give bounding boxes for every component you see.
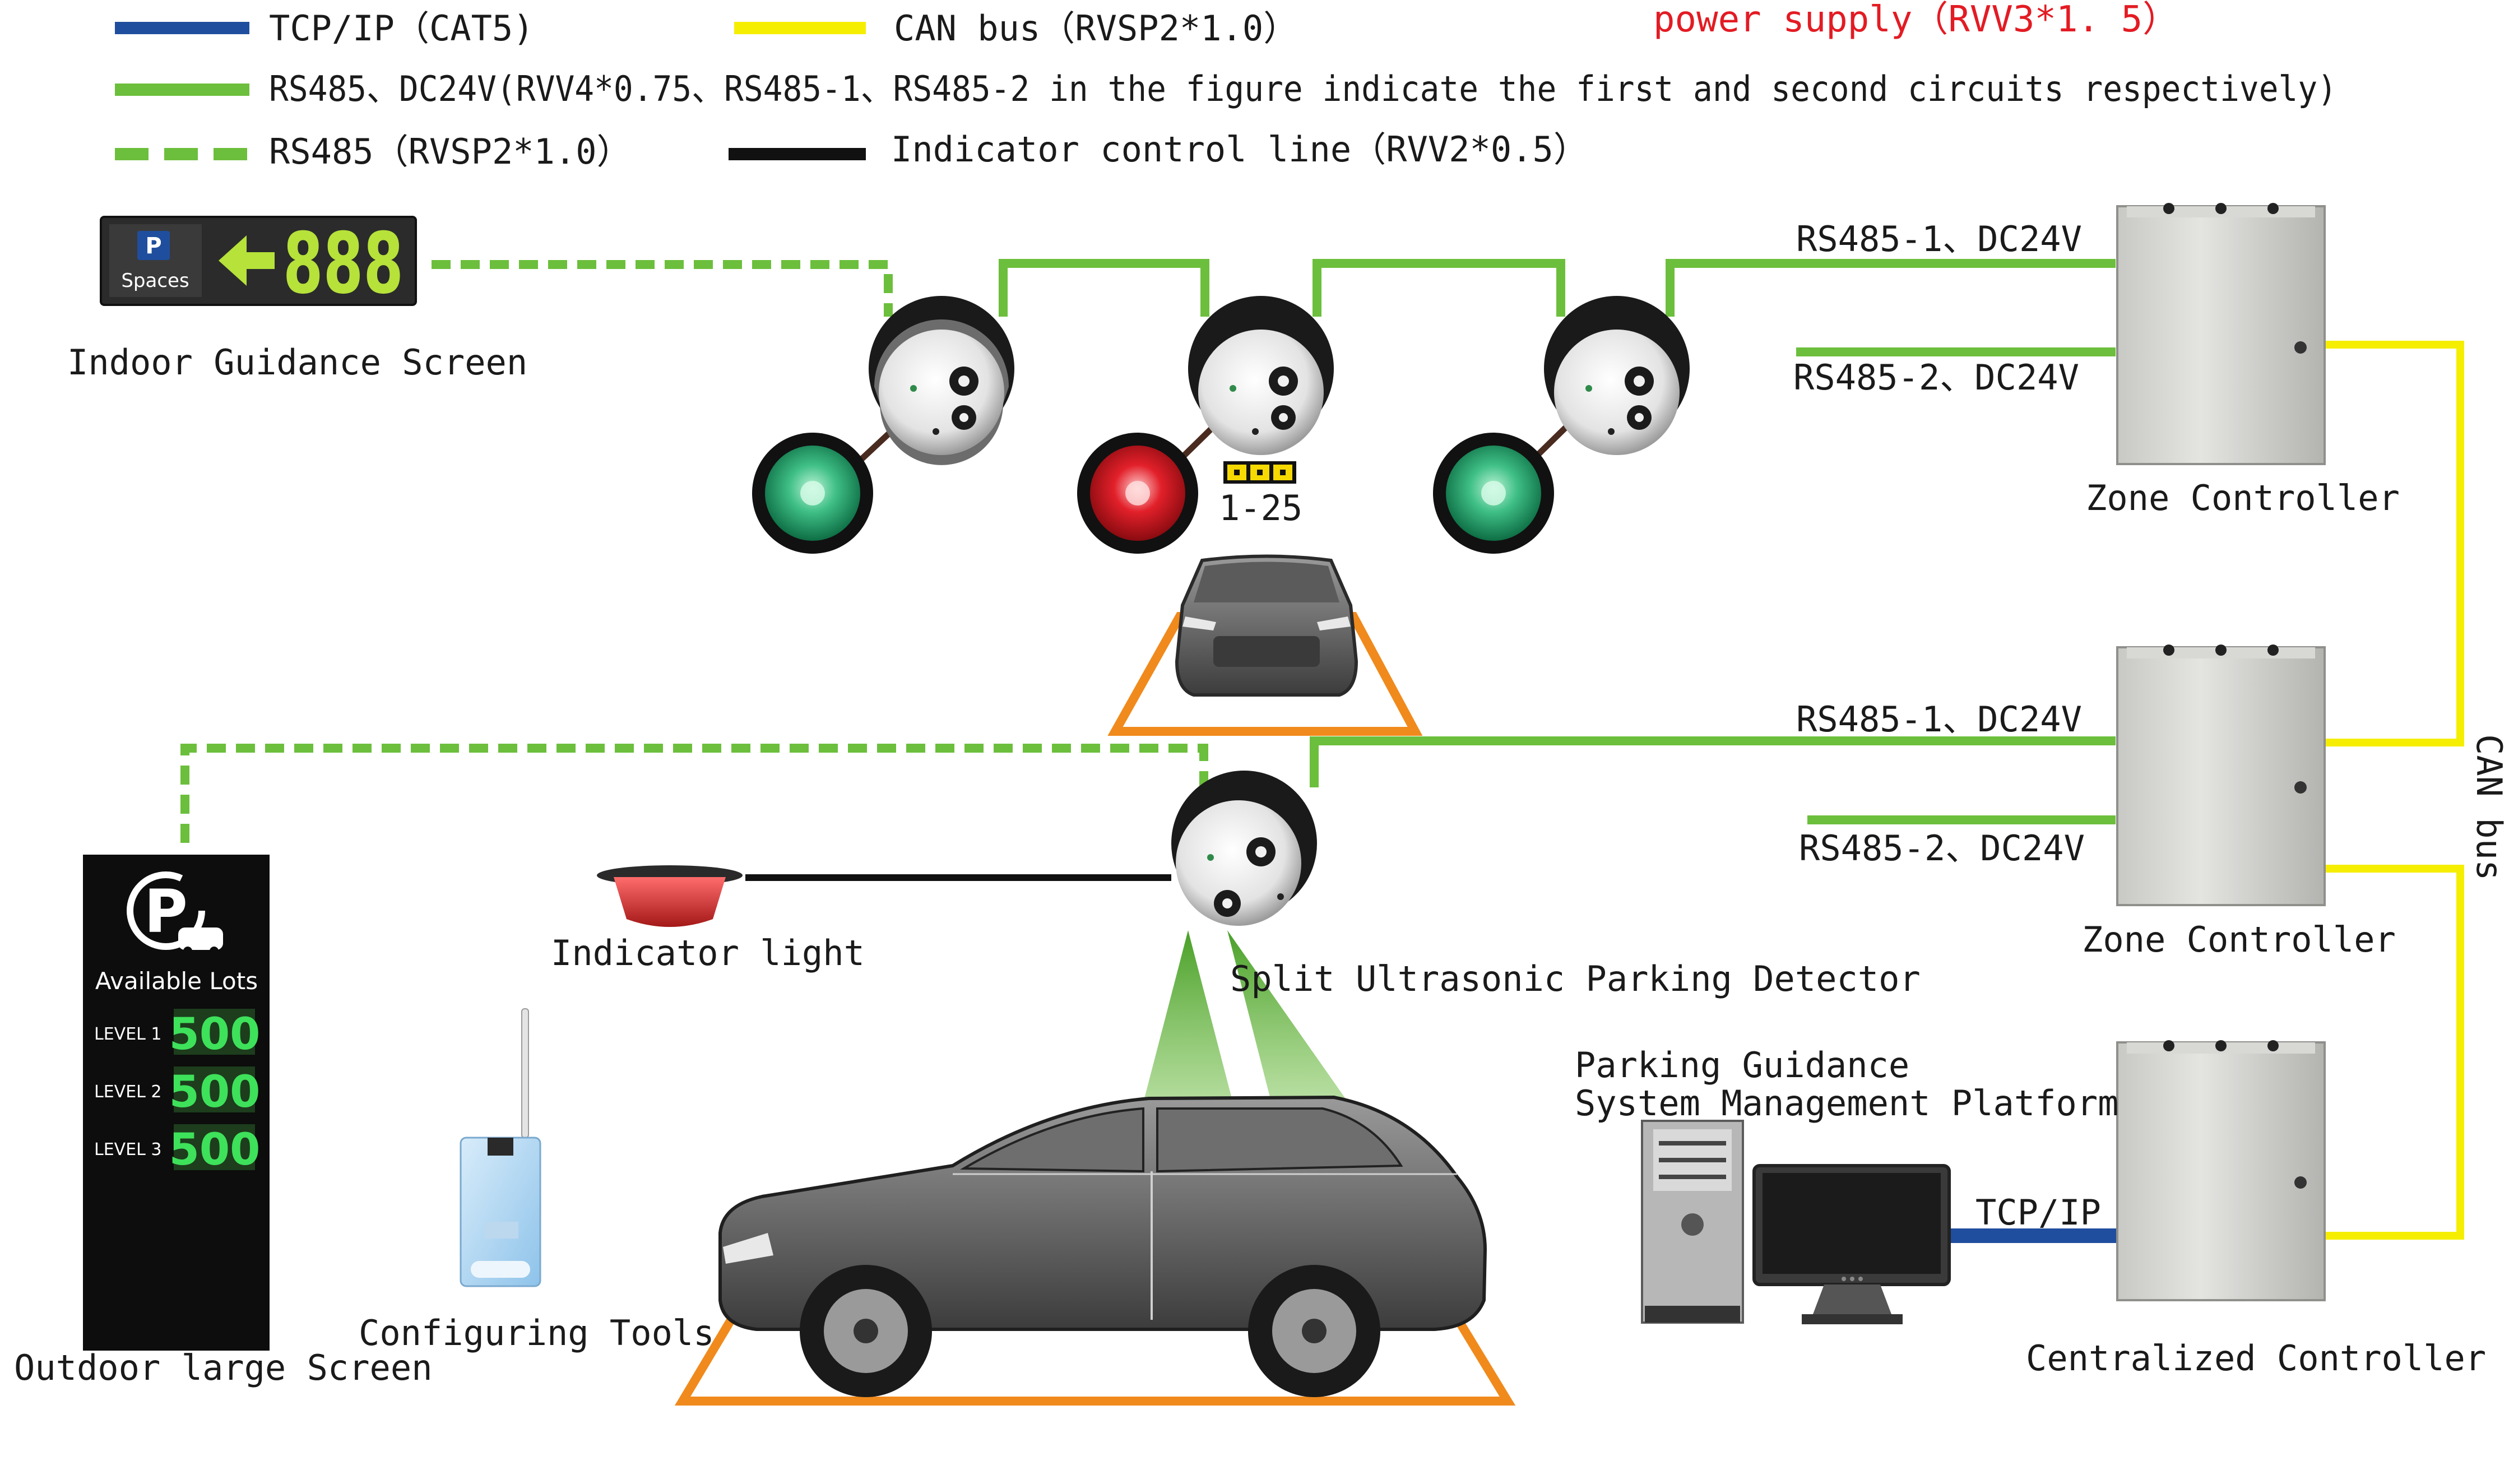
rs485-dashed-outdoor-screen-wire	[180, 744, 1208, 852]
legend-rs485-dashed-label: RS485（RVSP2*1.0）	[269, 131, 632, 172]
configuring-tool-antenna	[521, 1008, 529, 1138]
centralized-controller-lock-icon	[2294, 1176, 2307, 1189]
parking-p-letter: P	[145, 233, 161, 259]
address-range-label: 1-25	[1219, 488, 1302, 528]
detector-1-face	[879, 330, 1004, 455]
indicator-light-dome	[614, 877, 726, 927]
zone-controller-2-lock-icon	[2294, 781, 2307, 794]
lamp-green-1	[752, 433, 873, 554]
detector-3	[1544, 296, 1690, 455]
lamp-red	[1077, 433, 1198, 554]
can-bus-label: CAN bus	[2469, 734, 2509, 880]
level-2-value: 500	[169, 1067, 261, 1117]
can-bus-wire-2	[2323, 865, 2464, 1240]
lamp-green-2	[1433, 433, 1554, 554]
zone-2-rs485-2-label: RS485-2、DC24V	[1799, 828, 2085, 869]
can-bus-wire-1	[2323, 341, 2464, 746]
platform-title-line-1: Parking Guidance	[1575, 1045, 1909, 1086]
outdoor-large-screen: P Available Lots LEVEL 1 500 LEVEL 2 500…	[14, 855, 433, 1388]
outdoor-screen-caption: Outdoor large Screen	[14, 1347, 433, 1388]
address-dip-switch-icon	[1223, 461, 1296, 484]
centralized-controller-cabinet	[2116, 1041, 2326, 1301]
zone-controller-1-lock-icon	[2294, 341, 2307, 354]
level-1-value: 500	[169, 1009, 261, 1060]
zone-1-rs485-2-label: RS485-2、DC24V	[1793, 357, 2079, 398]
detector-caption: Split Ultrasonic Parking Detector	[1230, 958, 1921, 999]
legend-indicator-line-label: Indicator control line（RVV2*0.5）	[891, 129, 1588, 170]
zone-controller-2-cabinet	[2116, 646, 2326, 906]
legend-rs485-dc24v-label: RS485、DC24V(RVV4*0.75、RS485-1、RS485-2 in…	[269, 68, 2337, 109]
available-lots-title: Available Lots	[95, 967, 258, 995]
zone-2-rs485-1-label: RS485-1、DC24V	[1796, 699, 2082, 740]
level-2-label: LEVEL 2	[94, 1082, 161, 1102]
rs485-chain-wire-2	[1313, 259, 1565, 317]
indicator-light: Indicator light	[551, 865, 865, 973]
management-platform: Parking Guidance System Management Platf…	[1575, 1045, 2119, 1324]
zone-controller-1-caption: Zone Controller	[2086, 477, 2400, 518]
detector-1	[869, 296, 1014, 465]
legend: TCP/IP（CAT5) CAN bus（RVSP2*1.0） power su…	[115, 0, 2337, 172]
zone-controller-2-caption: Zone Controller	[2082, 919, 2396, 960]
parking-car-logo-icon	[127, 871, 205, 950]
level-1-label: LEVEL 1	[94, 1024, 161, 1044]
car-icon	[178, 928, 223, 950]
platform-title-line-2: System Management Platform	[1575, 1083, 2119, 1124]
left-arrow-icon	[219, 235, 275, 286]
indoor-guidance-screen: P Spaces 888 Indoor Guidance Screen	[67, 215, 527, 383]
level-3-value: 500	[169, 1125, 261, 1175]
rs485-1-zone2-wire	[1310, 736, 2116, 787]
spaces-label: Spaces	[121, 270, 189, 292]
indoor-screen-number: 888	[283, 215, 404, 313]
rs485-dashed-indoor-screen-wire	[432, 260, 893, 317]
configuring-tool-caption: Configuring Tools	[359, 1313, 715, 1353]
detector-2	[1188, 296, 1334, 455]
parked-car-front	[1107, 554, 1423, 736]
zone-controller-1-cabinet	[2116, 205, 2326, 465]
legend-tcpip-label: TCP/IP（CAT5)	[269, 8, 534, 49]
indoor-screen-caption: Indoor Guidance Screen	[67, 342, 527, 383]
split-ultrasonic-parking-detector	[1171, 771, 1317, 926]
centralized-controller: Centralized Controller	[2026, 1040, 2486, 1379]
legend-power-supply-label: power supply（RVV3*1. 5）	[1653, 0, 2178, 40]
zone-controller-1: RS485-1、DC24V RS485-2、DC24V Zone Control…	[1793, 203, 2400, 518]
tcpip-label: TCP/IP	[1975, 1192, 2101, 1233]
detector-3-face	[1554, 330, 1680, 455]
indicator-light-caption: Indicator light	[551, 933, 865, 973]
level-3-label: LEVEL 3	[94, 1140, 161, 1160]
wires	[180, 259, 2464, 1243]
rs485-chain-wire-1	[999, 259, 1209, 317]
parked-car-side	[674, 1095, 1516, 1406]
rs485-1-zone1-wire	[1666, 259, 2116, 317]
centralized-controller-caption: Centralized Controller	[2026, 1338, 2486, 1379]
zone-1-rs485-1-label: RS485-1、DC24V	[1796, 219, 2082, 259]
parking-p-icon	[137, 231, 170, 260]
configuring-tool: Configuring Tools	[359, 1008, 715, 1353]
detector-2-face	[1198, 330, 1324, 455]
lower-detector-face	[1176, 800, 1301, 926]
zone-controller-2: RS485-1、DC24V RS485-2、DC24V Zone Control…	[1796, 644, 2396, 960]
legend-can-bus-label: CAN bus（RVSP2*1.0）	[894, 8, 1298, 49]
